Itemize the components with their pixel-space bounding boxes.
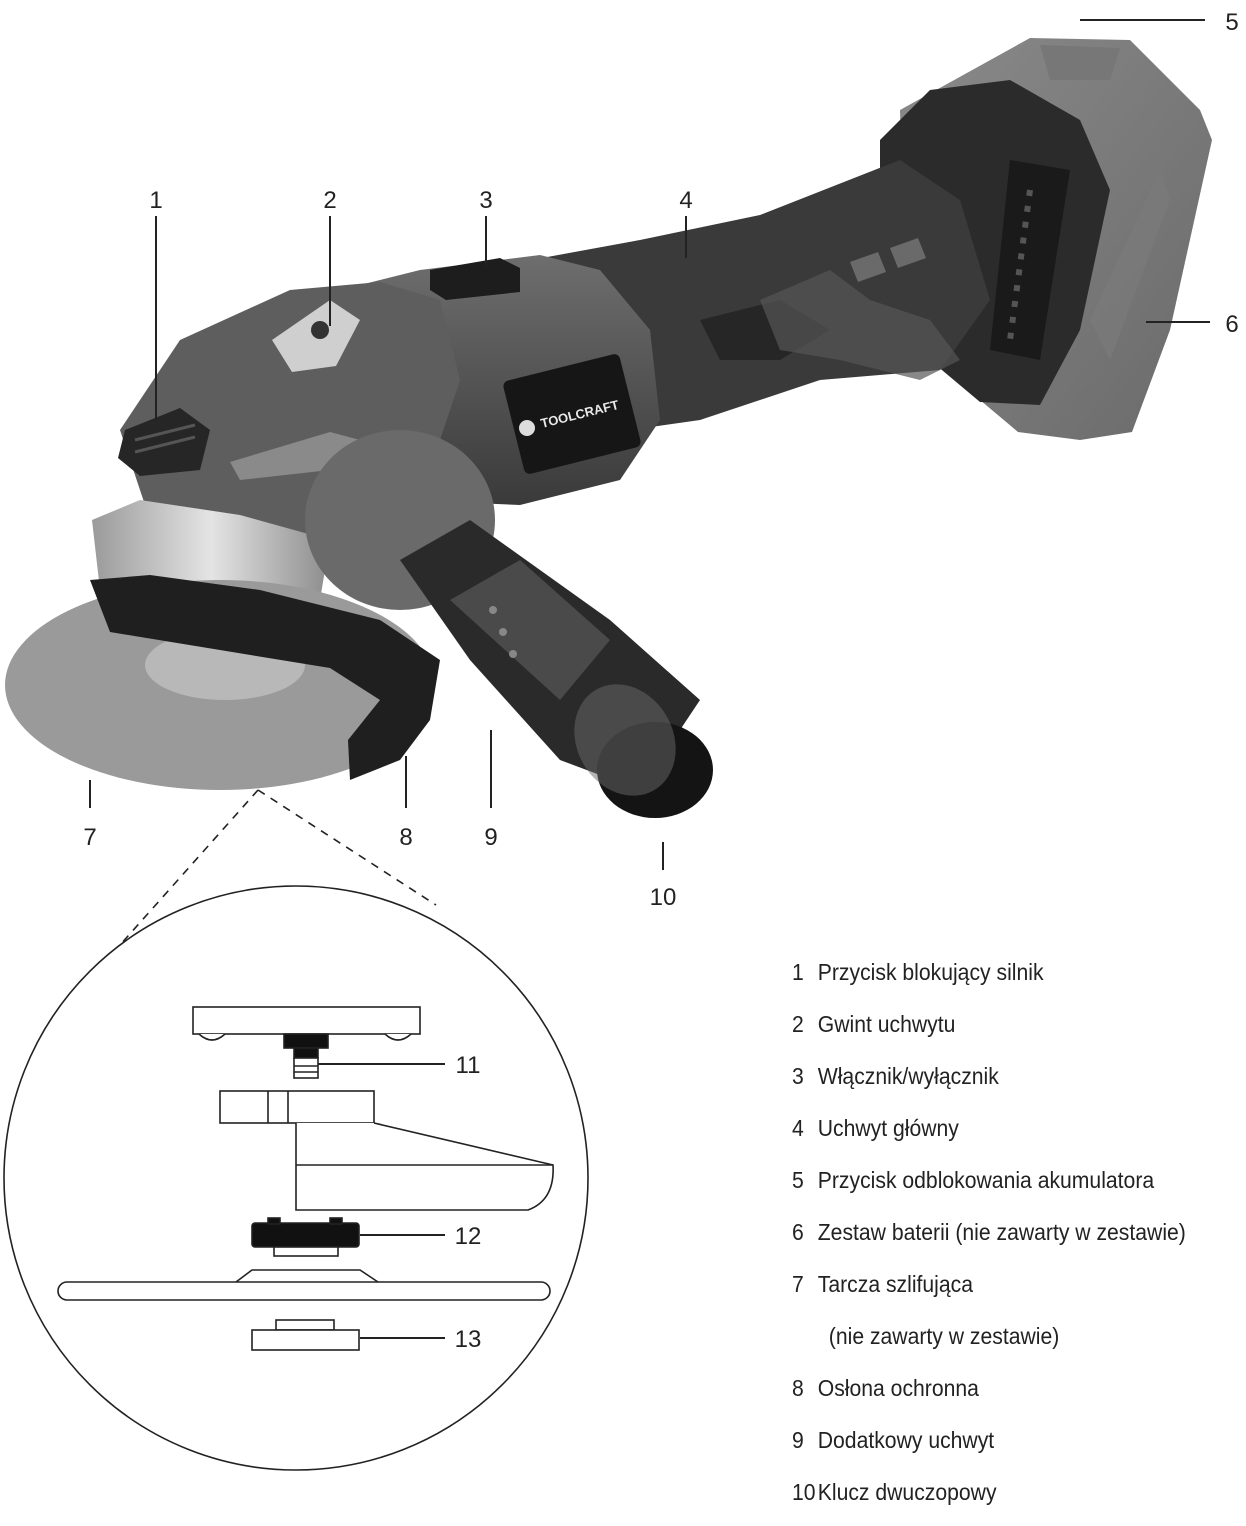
callout-12: 12: [455, 1223, 482, 1250]
protective-guard: [90, 575, 440, 780]
callout-6: 6: [1225, 311, 1238, 338]
motor-lock-button: [118, 408, 210, 476]
auxiliary-handle: [305, 430, 713, 818]
handle-thread: [272, 300, 360, 372]
callout-2: 2: [323, 187, 336, 214]
callout-5: 5: [1225, 9, 1238, 36]
detail-magnifier: [3, 789, 589, 1471]
callout-10: 10: [650, 884, 677, 911]
angle-grinder-diagram: TOOLCRAFT: [3, 9, 1239, 1471]
callout-7: 7: [83, 824, 96, 851]
spindle-shaft: [293, 1057, 319, 1079]
callout-1: 1: [149, 187, 162, 214]
callout-9: 9: [484, 824, 497, 851]
power-switch: [430, 258, 520, 300]
outer-nut: [251, 1319, 360, 1351]
callout-11: 11: [456, 1052, 481, 1079]
brand-logo-icon: [519, 420, 535, 436]
exploded-assembly: [57, 1006, 554, 1351]
callout-13: 13: [455, 1326, 482, 1353]
callout-4: 4: [679, 187, 692, 214]
legend-item-7-note: (nie zawarty w zestawie): [828, 1323, 1060, 1349]
inner-flange: [251, 1217, 360, 1257]
leader-lines: [89, 19, 1210, 1339]
callout-8: 8: [399, 824, 412, 851]
callout-3: 3: [479, 187, 492, 214]
legend-item-10: 10Klucz dwuczopowy: [792, 1479, 997, 1505]
